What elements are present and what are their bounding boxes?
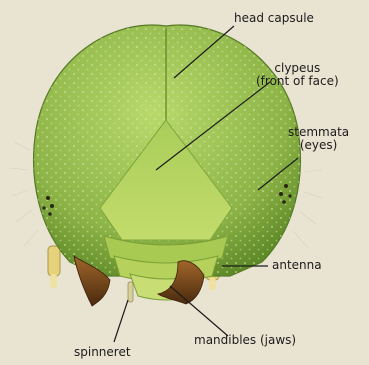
spinneret-label: spinneret xyxy=(74,346,131,359)
head-capsule-label: head capsule xyxy=(234,12,314,25)
spinneret-shape xyxy=(128,282,133,302)
mandibles-label: mandibles (jaws) xyxy=(194,334,296,347)
stemmata-label: stemmata (eyes) xyxy=(288,126,349,152)
antenna-left xyxy=(48,246,60,288)
stemmata-label-line2: (eyes) xyxy=(288,139,349,152)
clypeus-label-line2: (front of face) xyxy=(256,75,339,88)
antenna-label: antenna xyxy=(272,259,322,272)
clypeus-label: clypeus (front of face) xyxy=(256,62,339,88)
mouthparts xyxy=(104,236,228,300)
